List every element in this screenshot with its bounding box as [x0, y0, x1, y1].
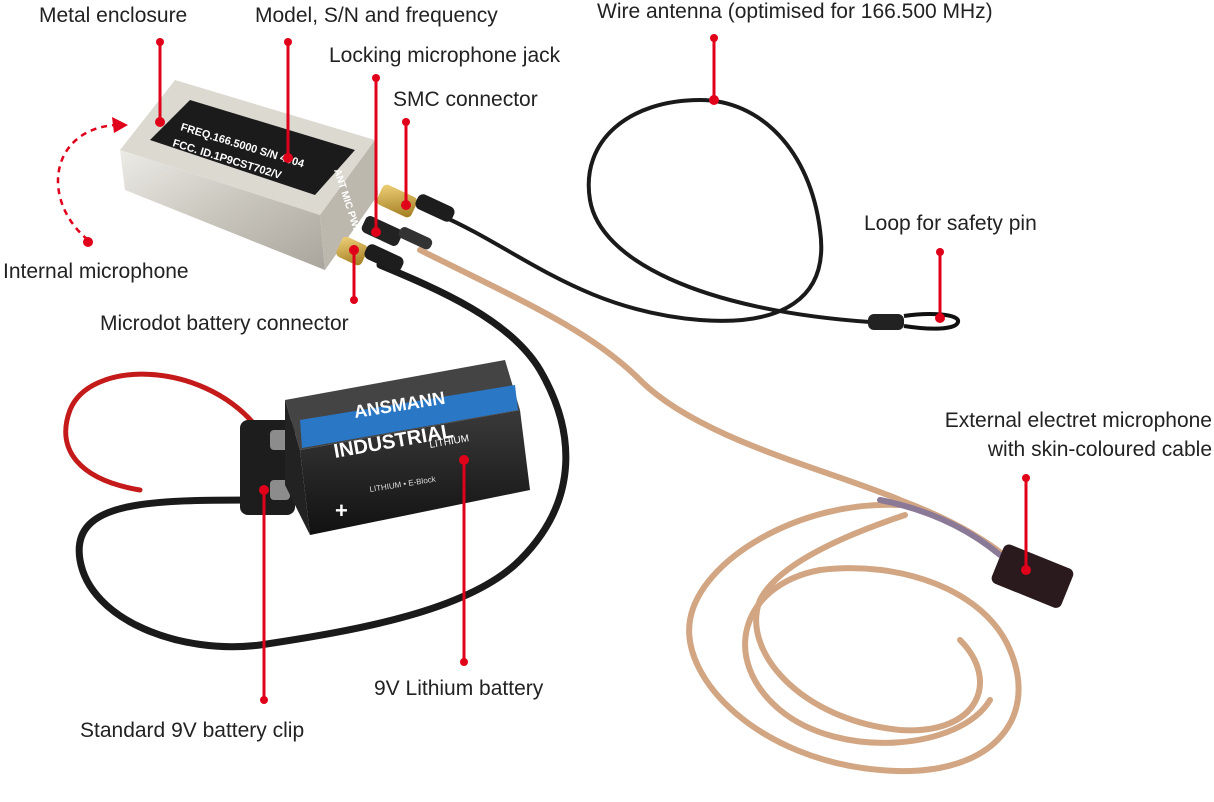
- nine-volt-battery: ANSMANN INDUSTRIAL LITHIUM LITHIUM • E-B…: [285, 360, 530, 535]
- smc-connector: [376, 184, 455, 222]
- label-battery-clip: Standard 9V battery clip: [80, 719, 305, 742]
- label-lithium-battery: 9V Lithium battery: [374, 677, 544, 700]
- device-label-plate: [150, 100, 355, 195]
- label-model-sn-frequency: Model, S/N and frequency: [255, 4, 498, 27]
- battery-plus-sign: +: [335, 498, 348, 523]
- label-loop-safety-pin: Loop for safety pin: [864, 212, 1037, 235]
- cable-purple-sleeve: [877, 497, 1003, 558]
- battery-black-cable: [75, 261, 570, 651]
- label-smc-connector: SMC connector: [393, 88, 538, 111]
- antenna-safety-loop: [868, 312, 960, 331]
- external-electret-microphone: [991, 544, 1074, 608]
- battery-clip-red-wire: [63, 371, 258, 493]
- label-locking-microphone-jack: Locking microphone jack: [329, 44, 561, 67]
- metal-enclosure: FREQ.166.5000 S/N 4004 FCC. ID.1P9CST702…: [120, 80, 378, 270]
- label-external-mic-line2: with skin-coloured cable: [987, 438, 1212, 461]
- label-microdot-battery-connector: Microdot battery connector: [100, 312, 349, 335]
- locking-microphone-jack: [361, 216, 433, 250]
- label-external-mic-line1: External electret microphone: [944, 409, 1212, 432]
- wire-antenna-cable: [438, 97, 872, 324]
- label-metal-enclosure: Metal enclosure: [39, 4, 188, 27]
- label-wire-antenna: Wire antenna (optimised for 166.500 MHz): [597, 0, 993, 23]
- label-internal-microphone: Internal microphone: [3, 260, 189, 283]
- callout-lines: [155, 34, 1031, 704]
- battery-blue-band: [300, 385, 518, 448]
- internal-microphone-arrow: [56, 117, 128, 247]
